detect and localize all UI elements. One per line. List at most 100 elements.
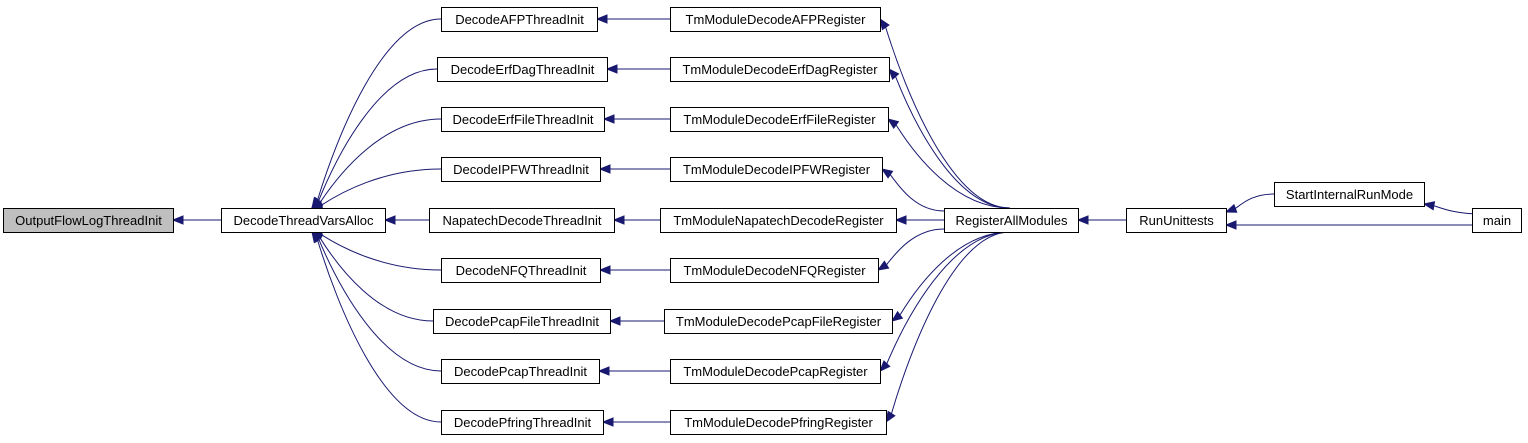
node-label: DecodeErfDagThreadInit — [451, 62, 595, 77]
node-box — [670, 57, 890, 82]
node-label: main — [1483, 213, 1511, 228]
arrowhead-icon — [1224, 220, 1237, 230]
node-decode-afp-thread-init[interactable]: DecodeAFPThreadInit — [441, 7, 598, 32]
arrowhead-icon — [888, 67, 900, 81]
node-label: OutputFlowLogThreadInit — [15, 213, 162, 228]
node-tm-module-decode-pfring-register[interactable]: TmModuleDecodePfringRegister — [670, 410, 887, 435]
node-decode-erf-file-thread-init[interactable]: DecodeErfFileThreadInit — [441, 107, 605, 132]
node-box — [433, 309, 611, 334]
arrowhead-icon — [598, 265, 611, 275]
node-label: TmModuleDecodePcapRegister — [683, 364, 868, 379]
node-label: DecodeAFPThreadInit — [455, 12, 584, 27]
node-box — [660, 208, 897, 233]
node-label: TmModuleDecodeErfFileRegister — [683, 112, 876, 127]
node-label: DecodeNFQThreadInit — [456, 263, 587, 278]
edge-register-all-modules-to-tm-module-decode-erf-file-register — [895, 124, 1011, 209]
node-box — [670, 7, 881, 32]
node-tm-module-decode-erf-dag-register[interactable]: TmModuleDecodeErfDagRegister — [670, 57, 890, 82]
node-box — [670, 359, 881, 384]
node-tm-module-decode-ipfw-register[interactable]: TmModuleDecodeIPFWRegister — [670, 157, 883, 182]
node-label: RegisterAllModules — [956, 213, 1068, 228]
node-box — [441, 258, 601, 283]
node-box — [3, 208, 174, 233]
arrowhead-icon — [608, 316, 621, 326]
node-label: DecodePcapFileThreadInit — [445, 314, 599, 329]
node-label: DecodeIPFWThreadInit — [453, 162, 589, 177]
arrowhead-icon — [598, 164, 611, 174]
edge-register-all-modules-to-tm-module-decode-ipfw-register — [889, 174, 945, 212]
node-box — [441, 359, 600, 384]
node-box — [441, 410, 604, 435]
edge-decode-pfring-thread-init-to-decode-thread-vars-alloc — [317, 240, 442, 423]
node-run-unittests[interactable]: RunUnittests — [1126, 208, 1227, 233]
node-tm-module-decode-pcap-file-register[interactable]: TmModuleDecodePcapFileRegister — [664, 309, 893, 334]
node-box — [437, 57, 608, 82]
node-box — [1274, 182, 1425, 207]
node-label: DecodeErfFileThreadInit — [453, 112, 594, 127]
edge-decode-erf-file-thread-init-to-decode-thread-vars-alloc — [319, 118, 442, 203]
arrowhead-icon — [1422, 201, 1436, 211]
node-box — [441, 7, 598, 32]
edge-register-all-modules-to-tm-module-decode-pcap-register — [886, 231, 1011, 364]
node-napatech-decode-thread-init[interactable]: NapatechDecodeThreadInit — [429, 208, 615, 233]
arrowhead-icon — [885, 410, 896, 424]
arrowhead-icon — [601, 417, 614, 427]
edge-register-all-modules-to-tm-module-decode-pcap-file-register — [899, 231, 1011, 316]
node-box — [670, 258, 879, 283]
node-start-internal-run-mode[interactable]: StartInternalRunMode — [1274, 182, 1425, 207]
node-tm-module-decode-nfq-register[interactable]: TmModuleDecodeNFQRegister — [670, 258, 879, 283]
node-label: StartInternalRunMode — [1286, 187, 1413, 202]
node-decode-pcap-file-thread-init[interactable]: DecodePcapFileThreadInit — [433, 309, 611, 334]
edge-decode-nfq-thread-init-to-decode-thread-vars-alloc — [321, 234, 442, 271]
arrowhead-icon — [1076, 215, 1089, 225]
node-box — [670, 157, 883, 182]
arrowhead-icon — [595, 14, 608, 24]
node-tm-module-decode-pcap-register[interactable]: TmModuleDecodePcapRegister — [670, 359, 881, 384]
node-decode-pcap-thread-init[interactable]: DecodePcapThreadInit — [441, 359, 600, 384]
node-label: TmModuleDecodePcapFileRegister — [676, 314, 882, 329]
node-box — [429, 208, 615, 233]
node-decode-pfring-thread-init[interactable]: DecodePfringThreadInit — [441, 410, 604, 435]
node-decode-thread-vars-alloc[interactable]: DecodeThreadVarsAlloc — [221, 208, 386, 233]
arrowhead-icon — [597, 366, 610, 376]
node-decode-ipfw-thread-init[interactable]: DecodeIPFWThreadInit — [441, 157, 601, 182]
edge-decode-ipfw-thread-init-to-decode-thread-vars-alloc — [321, 168, 442, 206]
node-decode-nfq-thread-init[interactable]: DecodeNFQThreadInit — [441, 258, 601, 283]
node-label: DecodePfringThreadInit — [454, 415, 592, 430]
arrowhead-icon — [876, 260, 890, 271]
node-box — [441, 157, 601, 182]
edge-decode-pcap-thread-init-to-decode-thread-vars-alloc — [318, 239, 442, 372]
node-label: TmModuleDecodeErfDagRegister — [682, 62, 878, 77]
node-tm-module-napatech-decode-register[interactable]: TmModuleNapatechDecodeRegister — [660, 208, 897, 233]
edge-decode-pcap-file-thread-init-to-decode-thread-vars-alloc — [319, 237, 434, 322]
node-label: TmModuleNapatechDecodeRegister — [673, 213, 884, 228]
node-box — [1126, 208, 1227, 233]
edge-register-all-modules-to-tm-module-decode-nfq-register — [886, 228, 945, 266]
arrowhead-icon — [879, 17, 890, 31]
node-tm-module-decode-erf-file-register[interactable]: TmModuleDecodeErfFileRegister — [670, 107, 889, 132]
arrowhead-icon — [612, 215, 625, 225]
node-label: TmModuleDecodePfringRegister — [684, 415, 873, 430]
node-box — [670, 107, 889, 132]
node-box — [221, 208, 386, 233]
arrowhead-icon — [886, 118, 900, 130]
node-label: DecodePcapThreadInit — [454, 364, 587, 379]
node-decode-erf-dag-thread-init[interactable]: DecodeErfDagThreadInit — [437, 57, 608, 82]
arrowhead-icon — [894, 215, 907, 225]
node-main[interactable]: main — [1472, 208, 1522, 233]
node-tm-module-decode-afp-register[interactable]: TmModuleDecodeAFPRegister — [670, 7, 881, 32]
nodes-layer: OutputFlowLogThreadInit DecodeThreadVarsA… — [3, 7, 1522, 435]
arrowhead-icon — [311, 230, 322, 244]
edge-register-all-modules-to-tm-module-decode-afp-register — [885, 27, 1011, 209]
node-label: TmModuleDecodeAFPRegister — [686, 12, 867, 27]
edge-register-all-modules-to-tm-module-decode-erf-dag-register — [895, 76, 1011, 209]
edge-decode-afp-thread-init-to-decode-thread-vars-alloc — [317, 18, 442, 200]
arrowhead-icon — [602, 114, 615, 124]
node-box — [670, 410, 887, 435]
node-box — [664, 309, 893, 334]
node-register-all-modules[interactable]: RegisterAllModules — [944, 208, 1079, 233]
node-output-flow-log-thread-init[interactable]: OutputFlowLogThreadInit — [3, 208, 174, 233]
node-label: NapatechDecodeThreadInit — [443, 213, 602, 228]
arrowhead-icon — [890, 310, 904, 322]
